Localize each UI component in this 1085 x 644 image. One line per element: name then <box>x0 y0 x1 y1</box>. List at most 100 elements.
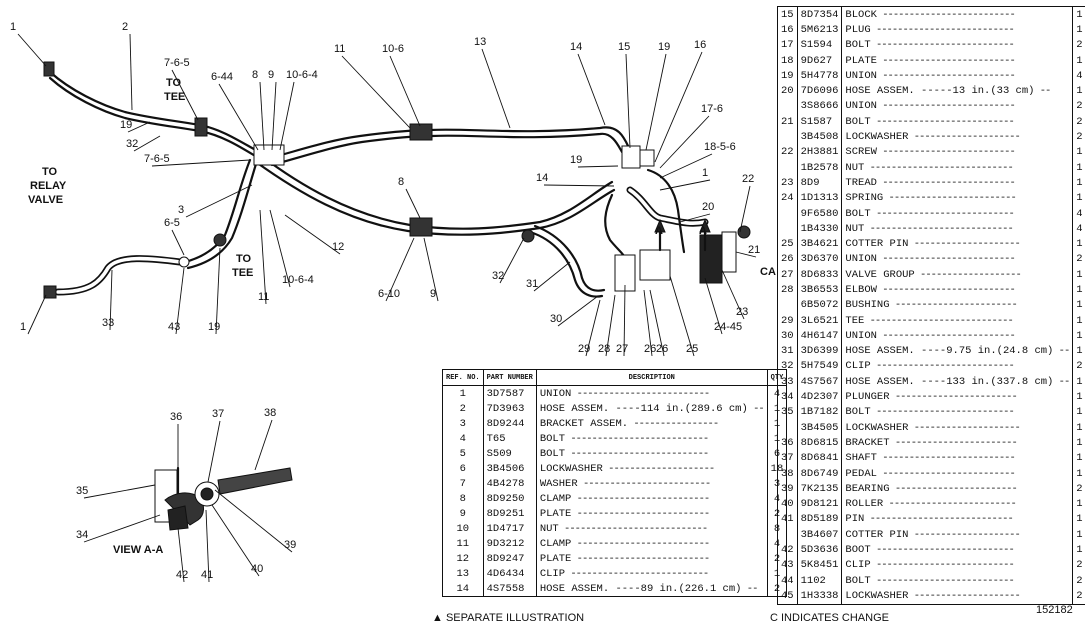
callout-39: 39 <box>284 539 296 551</box>
callout-leader <box>175 267 185 335</box>
cell-part: T65 <box>483 431 537 446</box>
cell-ref: 39 <box>777 481 798 497</box>
cell-desc: LOCKWASHER -------------------- <box>536 461 768 476</box>
callout-leader <box>735 251 757 258</box>
cell-part: S509 <box>483 446 537 461</box>
cell-part: 9D3212 <box>483 536 537 551</box>
cell-part: 8D6841 <box>797 450 843 466</box>
cell-ref: 8 <box>442 491 484 506</box>
to-tee-bottom: TO TEE <box>232 253 254 279</box>
cell-desc: HOSE ASSEM. ----9.75 in.(24.8 cm) -- <box>841 343 1074 359</box>
callout-42: 42 <box>176 569 188 581</box>
callout-leader <box>645 53 667 151</box>
cell-qty: 1 <box>1072 343 1085 359</box>
callout-leader <box>659 153 713 179</box>
cell-ref: 27 <box>777 267 798 283</box>
callout-30: 30 <box>550 313 562 325</box>
cell-part: 3L6521 <box>797 312 843 329</box>
description-text: BOLT <box>845 115 871 128</box>
cell-desc: NUT --------------------------- <box>841 159 1074 176</box>
callout-leader <box>127 121 151 133</box>
cell-desc: LOCKWASHER -------------------- <box>841 420 1074 436</box>
callout-leader <box>385 237 415 302</box>
dot-leader: ------------------------- <box>876 100 1016 113</box>
cell-desc: LOCKWASHER -------------------- <box>841 588 1074 605</box>
callout-leader <box>254 419 273 471</box>
cell-ref: 40 <box>777 496 798 512</box>
cell-qty: 1 <box>1072 496 1085 512</box>
cell-desc: COTTER PIN -------------------- <box>841 236 1074 252</box>
cell-part: 4S7558 <box>483 581 537 597</box>
separate-illustration-note: ▲ SEPARATE ILLUSTRATION <box>432 612 585 624</box>
callout-16: 16 <box>694 39 706 51</box>
cell-ref: 16 <box>777 22 798 38</box>
cell-ref: 28 <box>777 282 798 298</box>
cell-ref <box>777 297 798 313</box>
cell-ref: 4 <box>442 431 484 446</box>
cell-part: 4D2307 <box>797 389 843 405</box>
dot-leader: -------------------------- <box>565 432 709 445</box>
dot-leader: ------------------------- <box>876 467 1016 480</box>
cell-desc: HOSE ASSEM. ----114 in.(289.6 cm) -- <box>536 401 768 416</box>
callout-3: 3 <box>178 204 184 216</box>
description-text: CLIP <box>539 567 566 580</box>
callout-40: 40 <box>251 563 263 575</box>
description-text: BOLT <box>845 406 871 419</box>
cell-desc: HOSE ASSEM. ----133 in.(337.8 cm) -- <box>841 374 1074 390</box>
dot-leader: -------------------- <box>908 131 1021 144</box>
cell-ref: 22 <box>777 144 798 160</box>
cell-part: 4H6147 <box>797 328 843 344</box>
dot-leader: --------------------------- <box>864 161 1014 174</box>
callout-leader <box>171 229 185 256</box>
cell-desc: BOLT -------------------------- <box>841 404 1074 421</box>
callout-14: 14 <box>570 41 582 53</box>
description-text: PLATE <box>539 552 572 565</box>
callout-9: 9 <box>430 288 436 300</box>
cell-ref <box>777 420 798 436</box>
cell-desc: BLOCK ------------------------- <box>841 6 1074 23</box>
cell-qty: 1 <box>1072 6 1085 23</box>
ca-mark: CA <box>760 266 776 278</box>
callout-9: 9 <box>268 69 274 81</box>
callout-leader <box>259 81 265 151</box>
callout-6-44: 6-44 <box>211 71 233 83</box>
cell-desc: PLUG -------------------------- <box>841 22 1074 38</box>
dot-leader: ------------------------- <box>876 452 1016 465</box>
callout-leader <box>585 299 601 357</box>
callout-leader <box>669 275 695 357</box>
callout-1: 1 <box>10 21 16 33</box>
description-text: UNION <box>845 329 877 342</box>
callout-1: 1 <box>20 321 26 333</box>
dot-leader: --------------------------- <box>864 314 1014 327</box>
callout-20: 20 <box>702 201 714 213</box>
callout-22: 22 <box>742 173 754 185</box>
description-text: CLIP <box>845 559 871 572</box>
cell-desc: HOSE ASSEM. -----13 in.(33 cm) -- <box>841 83 1074 99</box>
callout-leader <box>649 289 665 357</box>
cell-desc: VALVE GROUP ------------------- <box>841 267 1074 283</box>
dot-leader: --------------------------- <box>558 522 708 535</box>
section-a-right: A <box>699 225 707 237</box>
dot-leader: -------------------- <box>908 528 1021 541</box>
callout-leader <box>205 509 210 583</box>
description-text: PEDAL <box>845 467 877 480</box>
dot-leader: ------------------------- <box>571 492 711 505</box>
callout-leader <box>557 295 599 327</box>
callout-leader <box>623 284 626 357</box>
callout-19: 19 <box>658 41 670 53</box>
bracket-3 <box>253 144 285 166</box>
callout-7-6-5: 7-6-5 <box>164 57 190 69</box>
callout-leader <box>654 51 703 163</box>
dot-leader: -- <box>747 402 765 415</box>
